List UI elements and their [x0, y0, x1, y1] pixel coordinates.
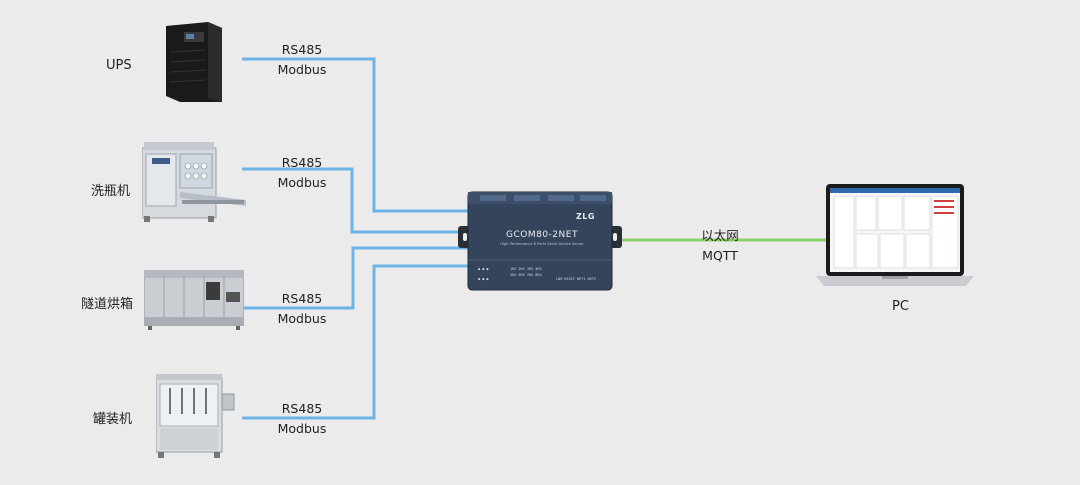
device-label-ups: UPS	[106, 58, 132, 73]
uplink-line1: 以太网	[701, 228, 739, 243]
device-label-bottle-washer: 洗瓶机	[91, 184, 131, 199]
device-label-filling-machine: 罐装机	[93, 412, 133, 427]
protocol-line2: Modbus	[277, 311, 327, 326]
protocol-label-bottle-washer: RS485 Modbus	[262, 153, 342, 193]
gateway-device: ● ● ● 1RX 2RX 3RX 4RX 5RX 6RX 7RX 8RX ● ● …	[458, 191, 622, 291]
protocol-line1: RS485	[281, 42, 323, 57]
ups-wire	[242, 57, 468, 213]
gateway-model: GCOM80-2NET	[506, 230, 578, 240]
svg-text:● ● ●: ● ● ●	[478, 277, 489, 281]
uplink-label: 以太网 MQTT	[680, 226, 760, 266]
protocol-line1: RS485	[281, 401, 323, 416]
protocol-line1: RS485	[281, 155, 323, 170]
protocol-label-filling-machine: RS485 Modbus	[262, 399, 342, 439]
protocol-label-ups: RS485 Modbus	[262, 40, 342, 80]
filling-machine-wire	[242, 264, 468, 420]
filling-machine-image	[156, 374, 235, 458]
gateway-brand: ZLG	[576, 212, 595, 221]
tunnel-oven-image	[144, 270, 244, 330]
svg-text:1RX 2RX 3RX 4RX: 1RX 2RX 3RX 4RX	[510, 267, 543, 271]
bottle-washer-image	[142, 142, 246, 222]
tunnel-oven-wire	[242, 246, 468, 310]
gateway-subtitle: High-Performance 8 Ports Serial Device S…	[500, 242, 584, 246]
pc-laptop-image	[816, 184, 974, 286]
protocol-label-tunnel-oven: RS485 Modbus	[262, 289, 342, 329]
bottle-washer-wire	[242, 167, 468, 234]
ups-device-image	[166, 22, 222, 102]
protocol-line1: RS485	[281, 291, 323, 306]
device-label-tunnel-oven: 隧道烘箱	[81, 297, 134, 312]
svg-text:LNK RESET NET1 NET2: LNK RESET NET1 NET2	[556, 277, 596, 281]
uplink-line2: MQTT	[702, 248, 738, 263]
svg-text:● ● ●: ● ● ●	[478, 267, 489, 271]
pc-label: PC	[892, 299, 909, 314]
protocol-line2: Modbus	[277, 175, 327, 190]
protocol-line2: Modbus	[277, 62, 327, 77]
protocol-line2: Modbus	[277, 421, 327, 436]
svg-text:5RX 6RX 7RX 8RX: 5RX 6RX 7RX 8RX	[510, 273, 543, 277]
